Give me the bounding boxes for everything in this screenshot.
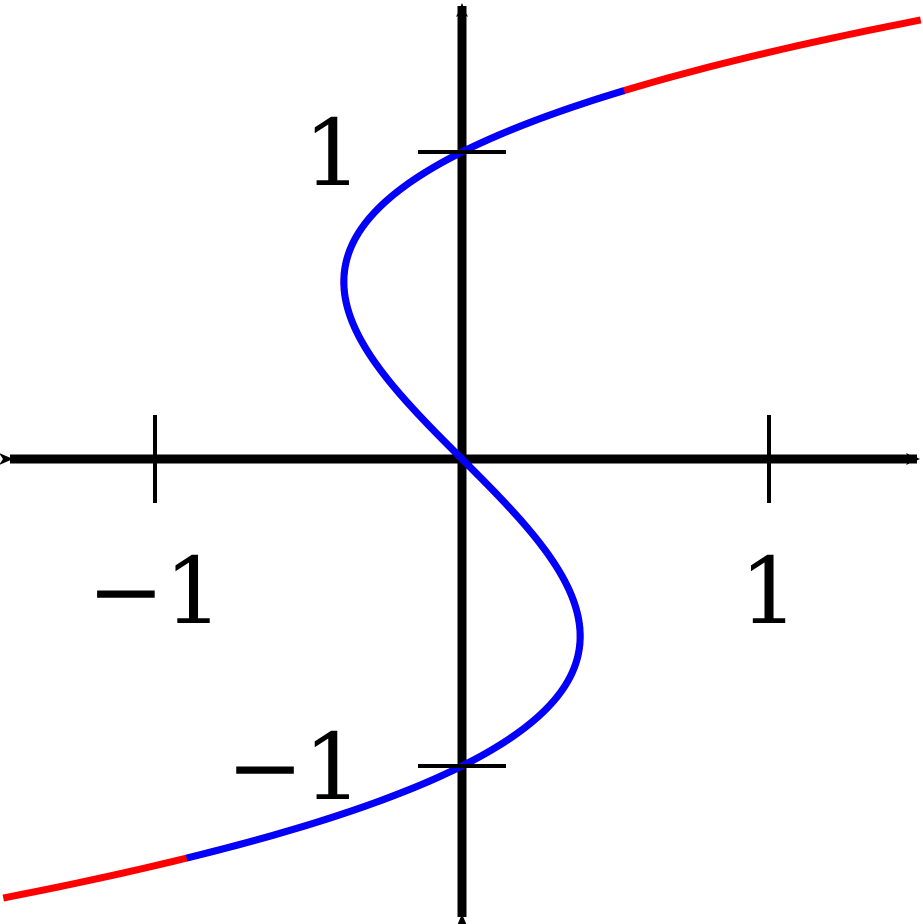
x-tick-label-pos1: 1: [740, 538, 799, 645]
ticks: [153, 150, 771, 768]
y-tick-label-pos1: 1: [303, 100, 362, 207]
curve-layer: [2, 16, 922, 902]
y-tick-label-neg1: −1: [226, 714, 362, 821]
curve-series-1: [185, 87, 626, 862]
tick-labels: −1 1 1 −1: [87, 100, 798, 821]
x-tick-label-neg1: −1: [87, 538, 223, 645]
